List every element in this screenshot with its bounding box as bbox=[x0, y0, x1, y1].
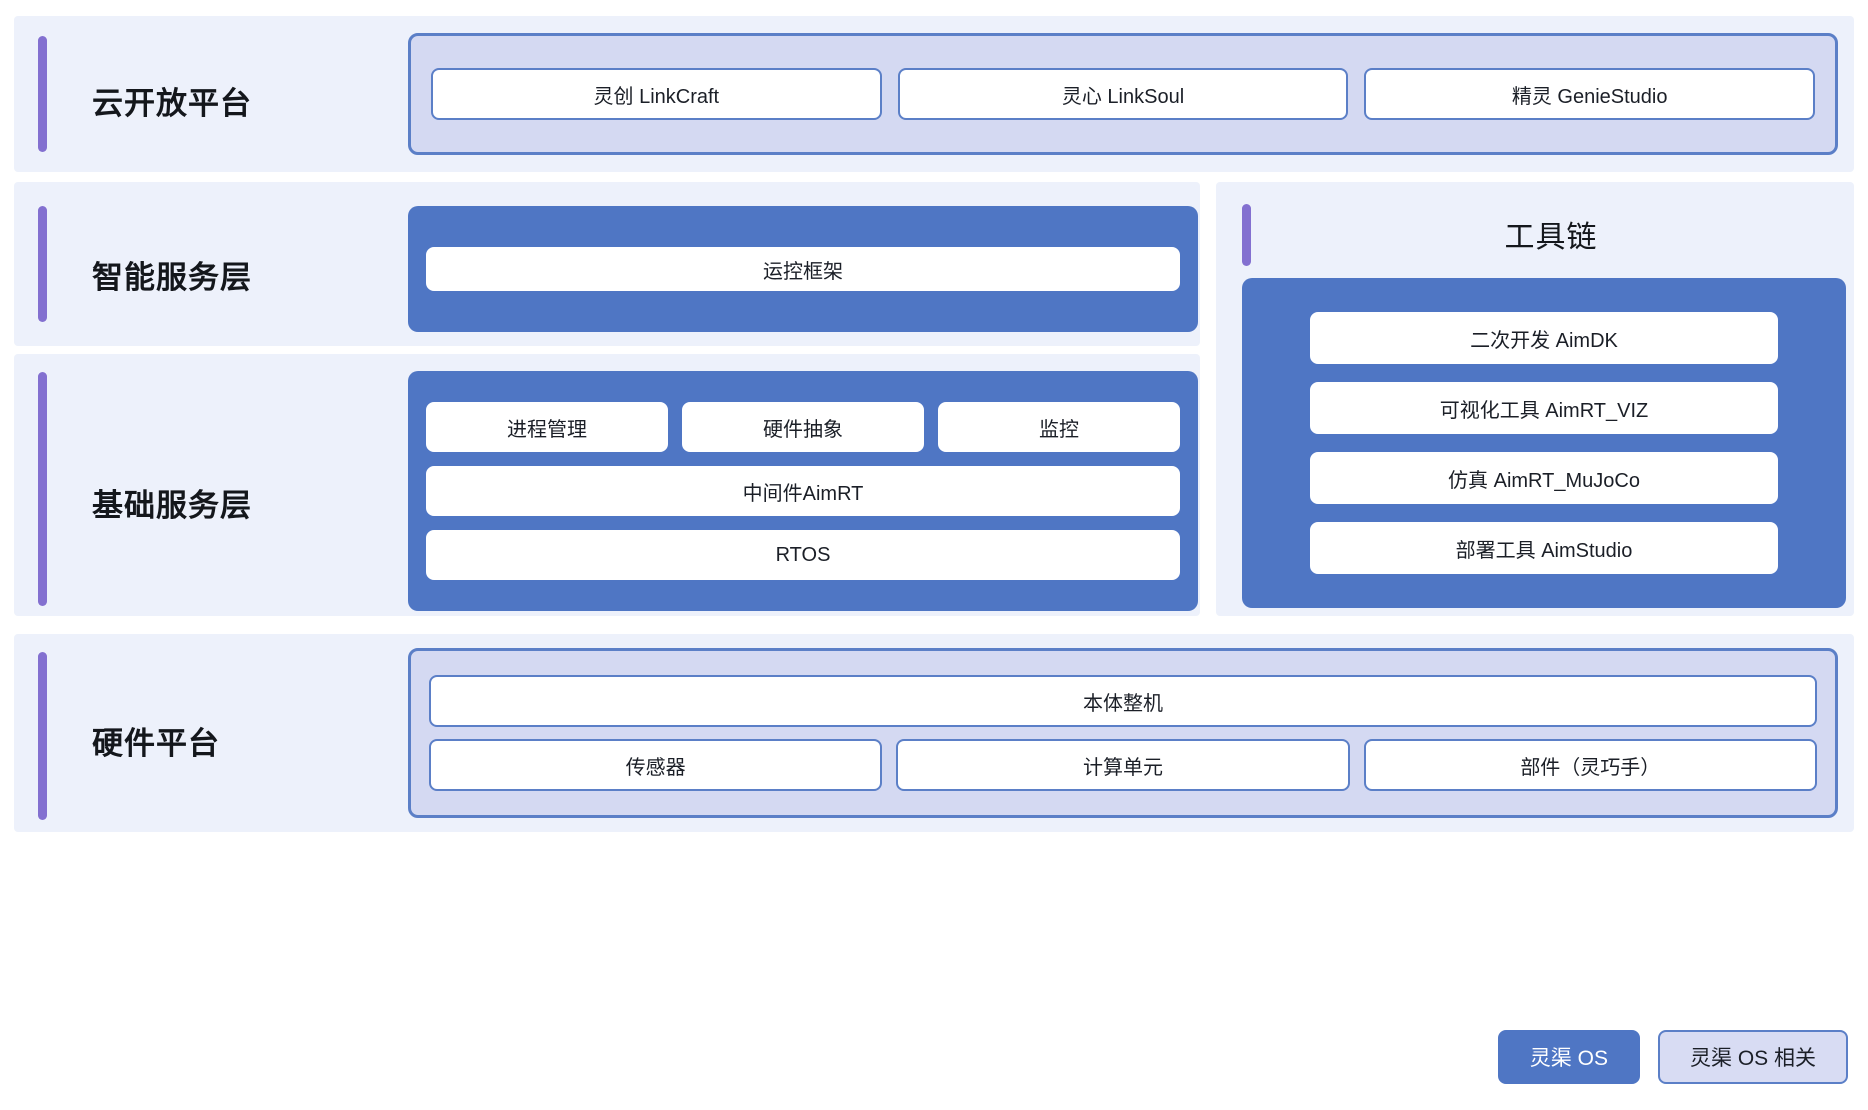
legend-item-lingqu-os[interactable]: 灵渠 OS bbox=[1497, 1030, 1640, 1084]
chip-rtos[interactable]: RTOS bbox=[426, 530, 1180, 580]
legend: 灵渠 OS 灵渠 OS 相关 bbox=[1497, 1030, 1848, 1084]
row-label-cloud-open-platform: 云开放平台 bbox=[92, 86, 252, 121]
chip-dexterous-hand[interactable]: 部件（灵巧手） bbox=[1363, 739, 1817, 791]
chip-aimrt-mujoco[interactable]: 仿真 AimRT_MuJoCo bbox=[1310, 452, 1778, 504]
chip-linkcraft[interactable]: 灵创 LinkCraft bbox=[431, 68, 882, 120]
chip-aimstudio[interactable]: 部署工具 AimStudio bbox=[1310, 522, 1778, 574]
row-label-hardware-platform: 硬件平台 bbox=[92, 726, 220, 761]
group-basic-service-layer: 进程管理 硬件抽象 监控 中间件AimRT RTOS bbox=[408, 371, 1198, 611]
chip-compute-unit[interactable]: 计算单元 bbox=[896, 739, 1350, 791]
chip-motion-control-framework[interactable]: 运控框架 bbox=[426, 247, 1180, 291]
chip-whole-machine[interactable]: 本体整机 bbox=[429, 675, 1817, 727]
chip-row-basic-service-top: 进程管理 硬件抽象 监控 bbox=[426, 402, 1180, 452]
chip-monitoring[interactable]: 监控 bbox=[938, 402, 1180, 452]
chip-aimdk[interactable]: 二次开发 AimDK bbox=[1310, 312, 1778, 364]
chip-hardware-abstraction[interactable]: 硬件抽象 bbox=[682, 402, 924, 452]
row-label-intelligent-service-layer: 智能服务层 bbox=[92, 260, 252, 295]
accent-bar-icon bbox=[38, 372, 47, 606]
group-hardware-platform: 本体整机 传感器 计算单元 部件（灵巧手） bbox=[408, 648, 1838, 818]
chip-geniestudio[interactable]: 精灵 GenieStudio bbox=[1364, 68, 1816, 120]
group-toolchain: 二次开发 AimDK 可视化工具 AimRT_VIZ 仿真 AimRT_MuJo… bbox=[1242, 278, 1846, 608]
accent-bar-icon bbox=[1242, 204, 1251, 266]
group-cloud-open-platform: 灵创 LinkCraft 灵心 LinkSoul 精灵 GenieStudio bbox=[408, 33, 1838, 155]
group-intelligent-service-layer: 运控框架 bbox=[408, 206, 1198, 332]
chip-row-hardware-components: 传感器 计算单元 部件（灵巧手） bbox=[429, 739, 1817, 791]
accent-bar-icon bbox=[38, 206, 47, 322]
chip-aimrt-viz[interactable]: 可视化工具 AimRT_VIZ bbox=[1310, 382, 1778, 434]
chip-sensor[interactable]: 传感器 bbox=[429, 739, 883, 791]
panel-title-toolchain: 工具链 bbox=[1504, 221, 1598, 254]
accent-bar-icon bbox=[38, 36, 47, 152]
accent-bar-icon bbox=[38, 652, 47, 820]
row-label-basic-service-layer: 基础服务层 bbox=[92, 488, 252, 523]
chip-process-management[interactable]: 进程管理 bbox=[426, 402, 668, 452]
chip-middleware-aimrt[interactable]: 中间件AimRT bbox=[426, 466, 1180, 516]
legend-item-lingqu-os-related[interactable]: 灵渠 OS 相关 bbox=[1657, 1030, 1848, 1084]
chip-linksoul[interactable]: 灵心 LinkSoul bbox=[897, 68, 1349, 120]
